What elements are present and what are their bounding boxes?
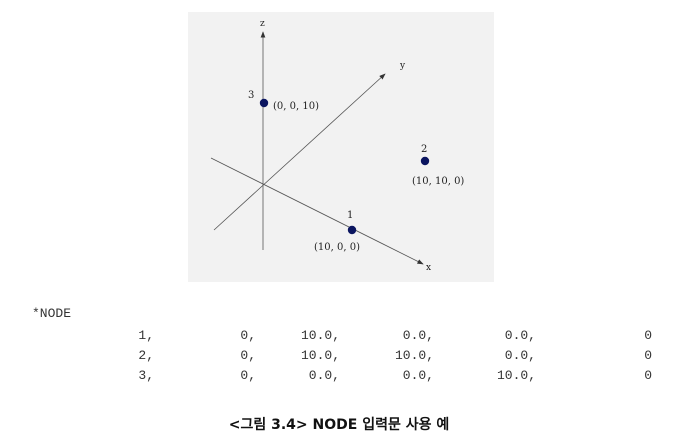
node-field: 0: [644, 348, 652, 363]
node-2-coord: (10, 10, 0): [412, 176, 464, 187]
node-1-coord: (10, 0, 0): [314, 242, 360, 253]
axes-diagram: z y x 1 (10, 0, 0) 2 (10, 10, 0) 3 (0, 0…: [210, 19, 464, 273]
node-3-point: [259, 98, 269, 108]
node-2-point: [420, 156, 430, 166]
x-axis: [210, 157, 424, 265]
node-id: 3,: [138, 368, 154, 383]
node-field: 10.0,: [394, 348, 434, 363]
node-2-label: 2: [421, 144, 427, 155]
node-field: 0,: [240, 348, 256, 363]
node-field: 0,: [240, 328, 256, 343]
node-field: 0,: [240, 368, 256, 383]
node-row: 2, 0, 10.0, 10.0, 0.0, 0: [32, 348, 652, 364]
node-id: 1,: [138, 328, 154, 343]
z-axis-label: z: [260, 19, 265, 29]
node-row: 3, 0, 0.0, 0.0, 10.0, 0: [32, 368, 652, 384]
coordinate-figure: z y x 1 (10, 0, 0) 2 (10, 10, 0) 3 (0, 0…: [188, 12, 494, 282]
x-axis-label: x: [426, 263, 431, 273]
node-field: 10.0,: [300, 328, 340, 343]
node-field: 0.0,: [402, 368, 434, 383]
node-field: 10.0,: [300, 348, 340, 363]
node-field: 0.0,: [308, 368, 340, 383]
node-field: 0.0,: [504, 328, 536, 343]
node-field: 0: [644, 368, 652, 383]
node-3-coord: (0, 0, 10): [273, 101, 319, 112]
y-axis: [213, 73, 386, 231]
y-axis-label: y: [399, 61, 406, 71]
node-1-point: [347, 225, 357, 235]
node-field: 0.0,: [504, 348, 536, 363]
node-1-label: 1: [347, 210, 353, 221]
node-field: 0: [644, 328, 652, 343]
node-keyword: *NODE: [32, 306, 72, 321]
node-field: 0.0,: [402, 328, 434, 343]
node-id: 2,: [138, 348, 154, 363]
node-row: 1, 0, 10.0, 0.0, 0.0, 0: [32, 328, 652, 344]
node-3-label: 3: [248, 90, 254, 101]
figure-caption: <그림 3.4> NODE 입력문 사용 예: [228, 417, 450, 433]
node-field: 10.0,: [496, 368, 536, 383]
